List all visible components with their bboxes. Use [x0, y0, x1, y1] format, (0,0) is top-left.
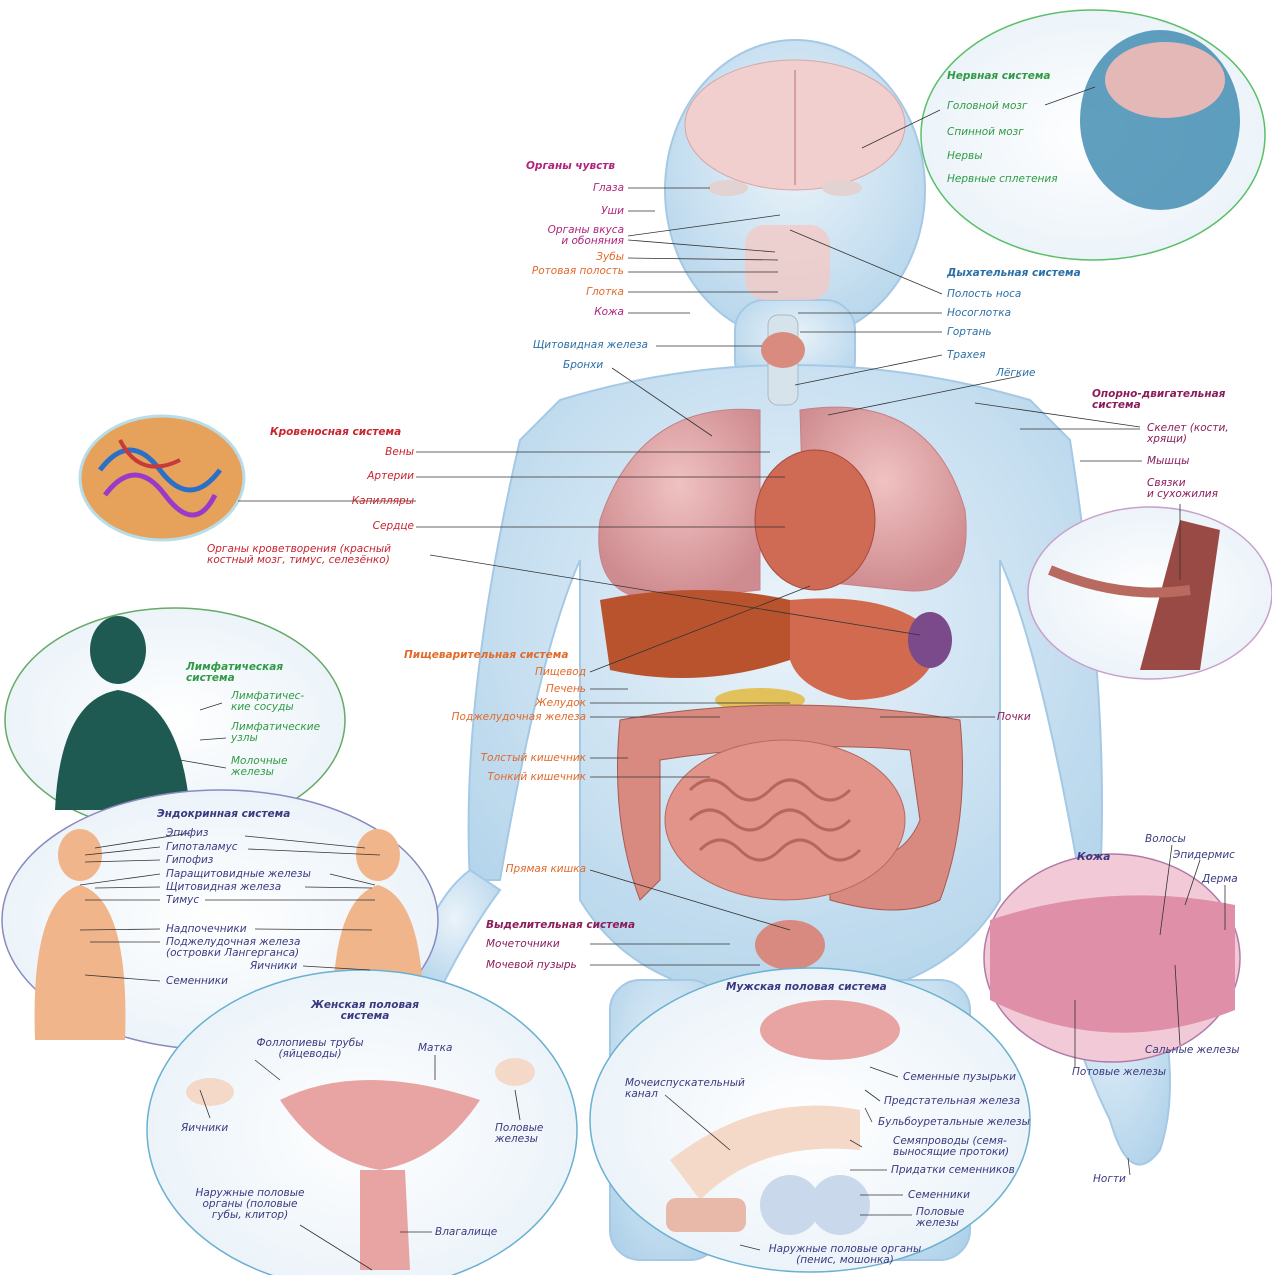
- label-parathyroid: Паращитовидные железы: [166, 869, 311, 880]
- label-taste-smell: Органы вкуса и обоняния: [520, 225, 624, 247]
- label-external-female: Наружные половые органы (половые губы, к…: [180, 1188, 320, 1221]
- label-skeleton: Скелет (кости, хрящи): [1147, 423, 1229, 445]
- label-thyroid-endo: Щитовидная железа: [166, 882, 281, 893]
- label-uterus: Матка: [418, 1043, 452, 1054]
- label-trachea: Трахея: [947, 350, 986, 361]
- respiratory-title: Дыхательная система: [947, 268, 1081, 279]
- label-stomach: Желудок: [480, 698, 586, 709]
- capillary-inset: [80, 416, 244, 540]
- label-large-intestine: Толстый кишечник: [440, 753, 586, 764]
- nervous-title: Нервная система: [947, 71, 1051, 82]
- label-thymus: Тимус: [166, 895, 199, 906]
- label-seminal-vesicles: Семенные пузырьки: [903, 1072, 1016, 1083]
- label-eyes: Глаза: [560, 183, 624, 194]
- spleen: [908, 612, 952, 668]
- label-mammary: Молочные железы: [231, 756, 287, 778]
- label-spinal-cord: Спинной мозг: [947, 127, 1024, 138]
- male-title: Мужская половая система: [726, 982, 887, 993]
- musculo-title: Опорно-двигательная система: [1092, 389, 1225, 411]
- label-ureters: Мочеточники: [486, 939, 560, 950]
- label-vas-deferens: Семяпроводы (семя- выносящие протоки): [893, 1136, 1009, 1158]
- label-dermis: Дерма: [1202, 874, 1238, 885]
- label-fallopian: Фоллопиевы трубы (яйцеводы): [250, 1038, 370, 1060]
- bladder: [755, 920, 825, 970]
- digestive-title: Пищеварительная система: [404, 650, 568, 661]
- lymph-title: Лимфатическая система: [186, 662, 283, 684]
- label-skin: Кожа: [540, 307, 624, 318]
- label-external-male: Наружные половые органы (пенис, мошонка): [755, 1244, 935, 1266]
- label-heart: Сердце: [330, 521, 414, 532]
- label-adrenals: Надпочечники: [166, 924, 247, 935]
- label-ovaries: Яичники: [181, 1123, 228, 1134]
- label-ligaments: Связки и сухожилия: [1147, 478, 1218, 500]
- label-hematopoietic: Органы кроветворения (красный костный мо…: [207, 544, 391, 566]
- label-bulbourethral: Бульбоуретальные железы: [878, 1117, 1030, 1128]
- label-kidneys: Почки: [997, 712, 1031, 723]
- label-small-intestine: Тонкий кишечник: [440, 772, 586, 783]
- label-lungs: Лёгкие: [996, 368, 1036, 379]
- label-gonads-female: Половые железы: [495, 1123, 543, 1145]
- label-muscles: Мышцы: [1147, 456, 1189, 467]
- label-liver: Печень: [480, 684, 586, 695]
- label-rectum: Прямая кишка: [470, 864, 586, 875]
- label-teeth: Зубы: [540, 252, 624, 263]
- label-esophagus: Пищевод: [480, 667, 586, 678]
- small-intestine: [665, 740, 905, 900]
- label-nasopharynx: Носоглотка: [947, 308, 1011, 319]
- label-capillaries: Капилляры: [330, 496, 414, 507]
- label-pituitary: Гипофиз: [166, 855, 213, 866]
- label-pancreas: Поджелудочная железа: [430, 712, 586, 723]
- label-hair: Волосы: [1145, 834, 1186, 845]
- label-arteries: Артерии: [330, 471, 414, 482]
- label-gonads-male: Половые железы: [916, 1207, 964, 1229]
- label-brain: Головной мозг: [947, 101, 1028, 112]
- label-sweat: Потовые железы: [1072, 1067, 1166, 1078]
- eye-left: [708, 180, 748, 196]
- sense-title: Органы чувств: [526, 161, 615, 172]
- label-veins: Вены: [330, 447, 414, 458]
- label-testes: Семенники: [908, 1190, 970, 1201]
- female-title: Женская половая система: [290, 1000, 440, 1022]
- label-pineal: Эпифиз: [166, 828, 208, 839]
- circulatory-title: Кровеносная система: [270, 427, 401, 438]
- label-urethra: Мочеиспускательный канал: [625, 1078, 745, 1100]
- endocrine-title: Эндокринная система: [157, 809, 290, 820]
- label-nasal-cavity: Полость носа: [947, 289, 1021, 300]
- heart: [755, 450, 875, 590]
- label-mouth: Ротовая полость: [500, 266, 624, 277]
- label-bronchi: Бронхи: [563, 360, 603, 371]
- label-prostate: Предстательная железа: [884, 1096, 1020, 1107]
- label-testes-endo: Семенники: [166, 976, 228, 987]
- label-pancreas-islets: Поджелудочная железа (островки Лангерган…: [166, 937, 300, 959]
- liver: [600, 590, 790, 678]
- label-lymph-vessels: Лимфатичес- кие сосуды: [231, 691, 304, 713]
- label-vagina: Влагалище: [435, 1227, 497, 1238]
- label-nails: Ногти: [1093, 1174, 1126, 1185]
- label-epidermis: Эпидермис: [1173, 850, 1235, 861]
- label-lymph-nodes: Лимфатические узлы: [231, 722, 320, 744]
- label-epididymis: Придатки семенников: [891, 1165, 1015, 1176]
- label-plexuses: Нервные сплетения: [947, 174, 1058, 185]
- label-bladder: Мочевой пузырь: [486, 960, 577, 971]
- label-ears: Уши: [560, 206, 624, 217]
- label-hypothalamus: Гипоталамус: [166, 842, 238, 853]
- eye-right: [822, 180, 862, 196]
- label-larynx: Гортань: [947, 327, 992, 338]
- label-nerves: Нервы: [947, 151, 983, 162]
- label-pharynx: Глотка: [540, 287, 624, 298]
- label-thyroid: Щитовидная железа: [500, 340, 648, 351]
- skin-title: Кожа: [1077, 852, 1110, 863]
- label-ovaries-endo: Яичники: [250, 961, 297, 972]
- excretory-title: Выделительная система: [486, 920, 635, 931]
- label-sebaceous: Сальные железы: [1145, 1045, 1240, 1056]
